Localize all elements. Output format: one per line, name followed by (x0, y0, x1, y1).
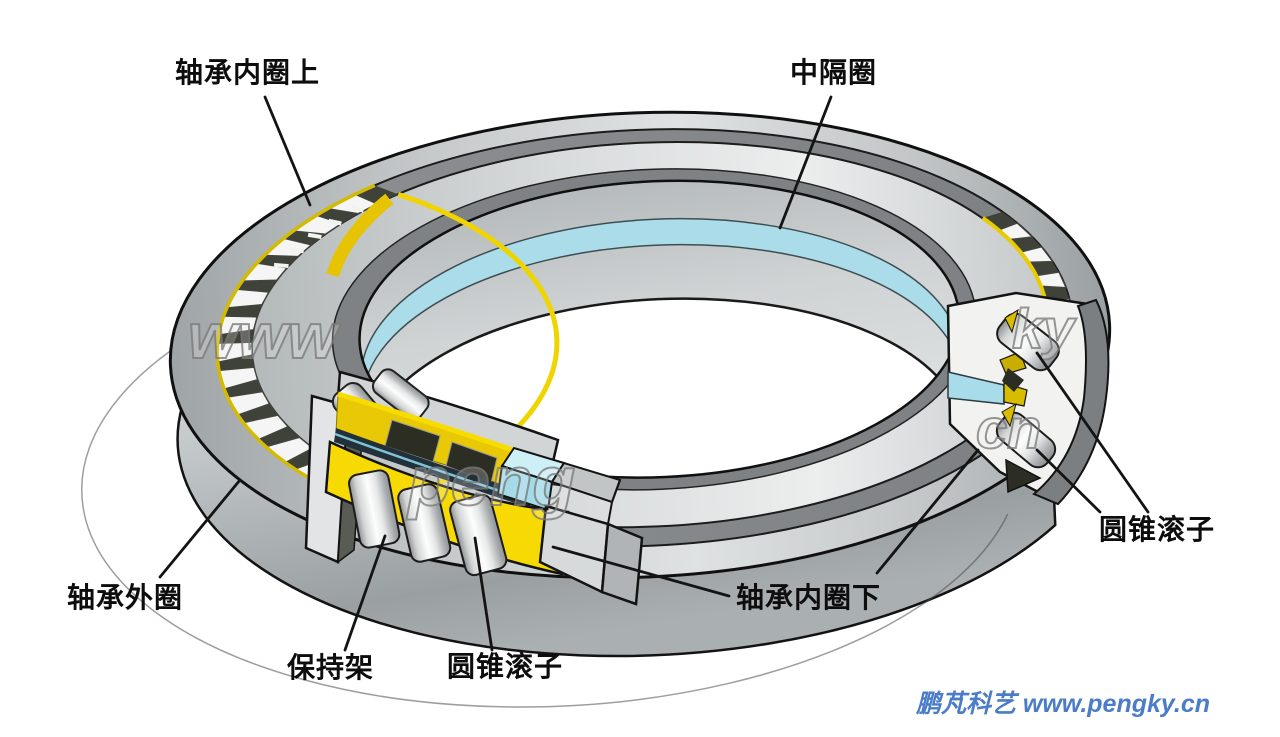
label-inner-ring-upper: 轴承内圈上 (175, 57, 321, 88)
leader-spacer-ring (778, 95, 833, 230)
block-edge-lines (544, 479, 621, 526)
outer-ring-wall-chamfer-line (80, 306, 1009, 708)
leader-roller-front (473, 536, 494, 652)
label-spacer-ring: 中隔圈 (790, 57, 878, 88)
site-credit-watermark: 鹏芃科艺 www.pengky.cn (915, 690, 1210, 718)
leader-inner-ring-upper (263, 95, 312, 207)
pocket-shadow-wedge (1005, 458, 1042, 494)
label-tapered-roller-right: 圆锥滚子 (1099, 514, 1216, 545)
leader-cage (343, 534, 387, 652)
spacer-ring-section (947, 371, 1005, 405)
label-inner-ring-lower: 轴承内圈下 (736, 582, 882, 613)
label-outer-ring: 轴承外圈 (67, 582, 184, 613)
leader-roller-right-a (1035, 351, 1150, 514)
cage-outer-rim-yellow (215, 183, 390, 515)
outer-edge-line (168, 110, 1112, 580)
label-cage: 保持架 (287, 652, 375, 683)
leader-roller-right-b (1035, 448, 1102, 514)
cage-pocket-window-1 (384, 419, 441, 463)
right-section-cut (946, 291, 1110, 506)
upper-row-roller-b (371, 368, 430, 421)
front-roller-2 (397, 483, 452, 563)
watermark-cn: cn (976, 397, 1041, 460)
inner-ring-lower-side (600, 522, 644, 606)
front-section-cut (304, 368, 644, 606)
cage-tip-lower (1001, 402, 1017, 428)
cage-roller-ticks (273, 205, 365, 269)
cage-tip-upper (1004, 308, 1019, 334)
leader-inner-ring-lower-b (875, 448, 980, 575)
outer-wall-right-sliver (1032, 298, 1110, 506)
watermark-www: www (188, 300, 342, 372)
leader-inner-ring-lower-a (551, 545, 731, 598)
cage-edge-on (326, 193, 394, 278)
label-tapered-roller-front: 圆锥滚子 (447, 651, 564, 682)
cage-section-lower (1003, 382, 1028, 407)
watermark-peng: peng (406, 442, 575, 520)
watermark-ky: ky (1012, 297, 1077, 360)
front-roller-3 (449, 493, 508, 577)
leader-lines (158, 95, 1150, 652)
cage-pocket-dark (1002, 368, 1024, 392)
leader-outer-ring (158, 478, 242, 579)
